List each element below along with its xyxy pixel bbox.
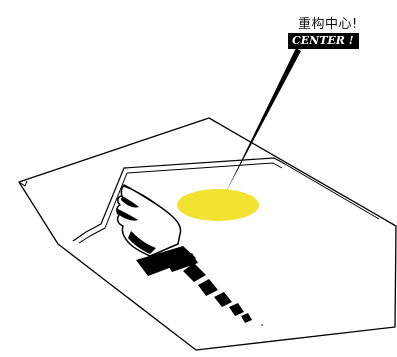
fold-line-right [284, 163, 380, 220]
center-spot-icon [177, 189, 259, 221]
pointing-hand-icon [116, 184, 198, 276]
paper-tab [18, 180, 28, 187]
fold-flap-inner [78, 162, 283, 244]
callout-pointer [226, 48, 301, 192]
callout-label-english: CENTER ! [288, 33, 359, 49]
fold-flap-outer [72, 157, 286, 242]
paper-sheet [18, 117, 397, 351]
callout-label-chinese: 重构中心! [298, 17, 358, 32]
dashed-arrow-icon [183, 263, 252, 323]
